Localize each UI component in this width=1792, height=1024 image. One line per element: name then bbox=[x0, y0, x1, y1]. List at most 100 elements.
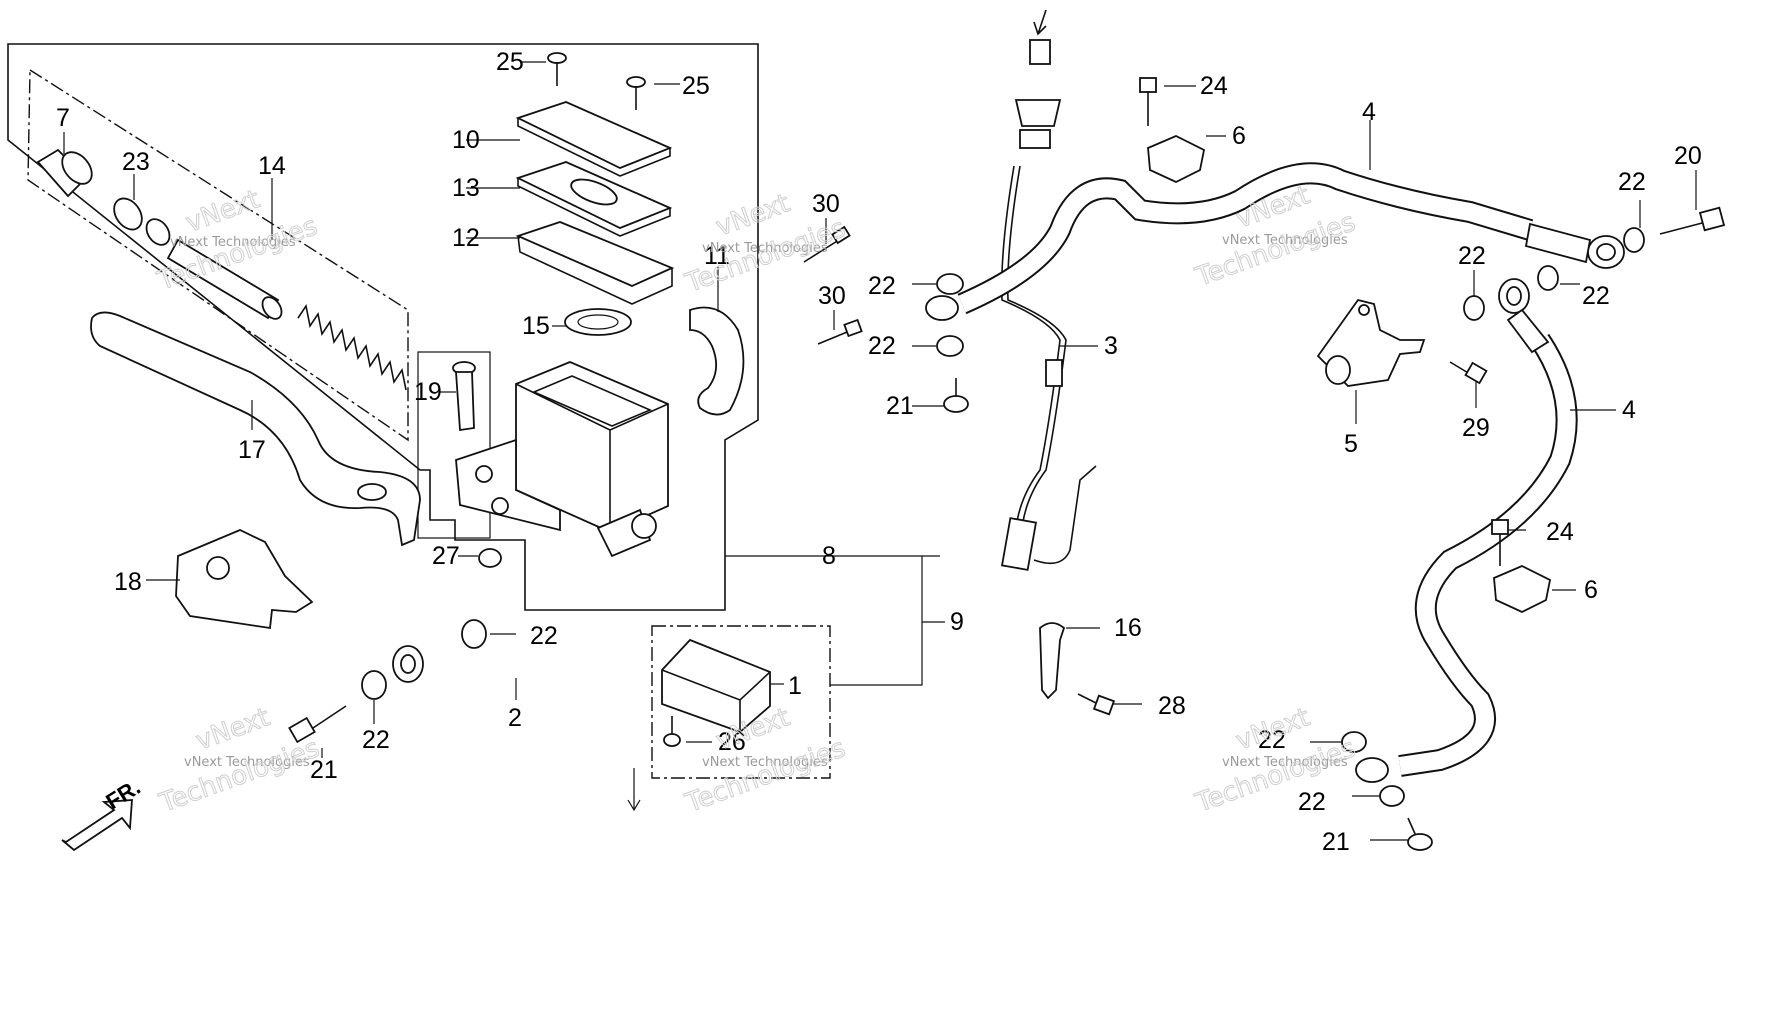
washer-14 bbox=[145, 218, 171, 246]
label-28: 28 bbox=[1158, 692, 1186, 720]
screw-26 bbox=[663, 716, 681, 747]
label-25b: 25 bbox=[682, 72, 710, 100]
seal-15 bbox=[564, 308, 632, 336]
bolt-19-outline bbox=[417, 351, 491, 539]
label-30b: 30 bbox=[818, 282, 846, 310]
hose-4-lower bbox=[1355, 278, 1578, 783]
label-3: 3 bbox=[1104, 332, 1118, 360]
bolt-30b bbox=[817, 318, 863, 345]
bracket-5 bbox=[1316, 298, 1426, 387]
pivot-bolt-19 bbox=[452, 361, 476, 432]
switch-1 bbox=[661, 638, 771, 734]
boot-7 bbox=[36, 148, 93, 198]
watermark-big: Technologies bbox=[681, 733, 849, 819]
label-22g: 22 bbox=[1582, 282, 1610, 310]
label-10: 10 bbox=[452, 126, 480, 154]
washer-22d bbox=[936, 335, 964, 357]
washer-22c bbox=[936, 273, 964, 295]
spring-14 bbox=[297, 303, 407, 391]
watermark-text: vNext Technologies bbox=[1222, 755, 1348, 770]
label-13: 13 bbox=[452, 174, 480, 202]
label-21a: 21 bbox=[310, 756, 338, 784]
label-15: 15 bbox=[522, 312, 550, 340]
piston-14 bbox=[166, 238, 283, 320]
leader-lines bbox=[63, 61, 1697, 841]
label-29: 29 bbox=[1462, 414, 1490, 442]
circlip-23 bbox=[113, 197, 143, 231]
washer-22i bbox=[1379, 785, 1405, 807]
bolt-21a bbox=[288, 705, 347, 744]
hose-4-upper bbox=[925, 162, 1625, 321]
reservoir-body bbox=[455, 361, 669, 558]
bolt-24b bbox=[1491, 519, 1509, 566]
bolt-24a bbox=[1139, 77, 1157, 126]
washer-22g bbox=[1537, 265, 1559, 291]
label-27: 27 bbox=[432, 542, 460, 570]
label-18: 18 bbox=[114, 568, 142, 596]
label-24a: 24 bbox=[1200, 72, 1228, 100]
bolt-30a bbox=[803, 225, 851, 263]
label-4b: 4 bbox=[1622, 396, 1636, 424]
label-9: 9 bbox=[950, 608, 964, 636]
label-22d: 22 bbox=[868, 332, 896, 360]
watermark-text: vNext Technologies bbox=[1222, 233, 1348, 248]
nut-27 bbox=[478, 548, 502, 568]
lever-17 bbox=[90, 311, 421, 547]
hose-2-arrow bbox=[627, 768, 641, 812]
bracket-8-9 bbox=[725, 555, 923, 686]
label-19: 19 bbox=[414, 378, 442, 406]
label-22b: 22 bbox=[362, 726, 390, 754]
label-22f: 22 bbox=[1458, 242, 1486, 270]
label-22e: 22 bbox=[1618, 168, 1646, 196]
label-20: 20 bbox=[1674, 142, 1702, 170]
watermark-big: Technologies bbox=[155, 733, 323, 819]
label-4a: 4 bbox=[1362, 98, 1376, 126]
kit-14-outline bbox=[27, 68, 409, 442]
label-11: 11 bbox=[704, 242, 730, 270]
fr-label: FR. bbox=[101, 774, 144, 814]
label-21b: 21 bbox=[886, 392, 914, 420]
part-labels: 7 23 14 17 18 25 25 10 13 12 15 11 19 27… bbox=[56, 48, 1702, 856]
label-25a: 25 bbox=[496, 48, 524, 76]
diaphragm-12 bbox=[515, 221, 675, 287]
watermark-text: vNext Technologies bbox=[170, 235, 296, 250]
label-22a: 22 bbox=[530, 622, 558, 650]
label-6b: 6 bbox=[1584, 576, 1598, 604]
watermark-text: vNext Technologies bbox=[184, 755, 310, 770]
bolt-21b bbox=[943, 378, 969, 413]
holder-11 bbox=[689, 306, 745, 416]
label-6a: 6 bbox=[1232, 122, 1246, 150]
clip-16 bbox=[1039, 622, 1066, 700]
cover-18-hole bbox=[206, 556, 230, 580]
washer-22f bbox=[1463, 295, 1485, 321]
front-direction-arrow: FR. bbox=[61, 774, 145, 852]
label-1: 1 bbox=[788, 672, 802, 700]
assembly-8-outline bbox=[7, 43, 759, 611]
label-12: 12 bbox=[452, 224, 480, 252]
label-26: 26 bbox=[718, 728, 746, 756]
watermark-text: vNext Technologies bbox=[702, 241, 828, 256]
label-22h: 22 bbox=[1258, 726, 1286, 754]
cap-10 bbox=[515, 101, 673, 169]
label-21c: 21 bbox=[1322, 828, 1350, 856]
washer-22e bbox=[1623, 227, 1645, 253]
watermark-big: vNext bbox=[192, 702, 274, 756]
label-7: 7 bbox=[56, 104, 70, 132]
label-14: 14 bbox=[258, 152, 286, 180]
bolt-21c bbox=[1407, 817, 1433, 851]
washer-22a bbox=[461, 619, 487, 649]
hose-2 bbox=[392, 645, 640, 753]
label-17: 17 bbox=[238, 436, 266, 464]
bolt-29 bbox=[1449, 361, 1488, 385]
label-5: 5 bbox=[1344, 430, 1358, 458]
switch-9-outline bbox=[651, 625, 831, 779]
clamp-6b bbox=[1493, 565, 1552, 613]
bolt-20 bbox=[1659, 206, 1726, 235]
label-22c: 22 bbox=[868, 272, 896, 300]
screw-25a bbox=[547, 52, 567, 86]
lever-pivot bbox=[357, 483, 387, 501]
washer-22b bbox=[361, 670, 387, 700]
label-24b: 24 bbox=[1546, 518, 1574, 546]
label-8: 8 bbox=[822, 542, 836, 570]
